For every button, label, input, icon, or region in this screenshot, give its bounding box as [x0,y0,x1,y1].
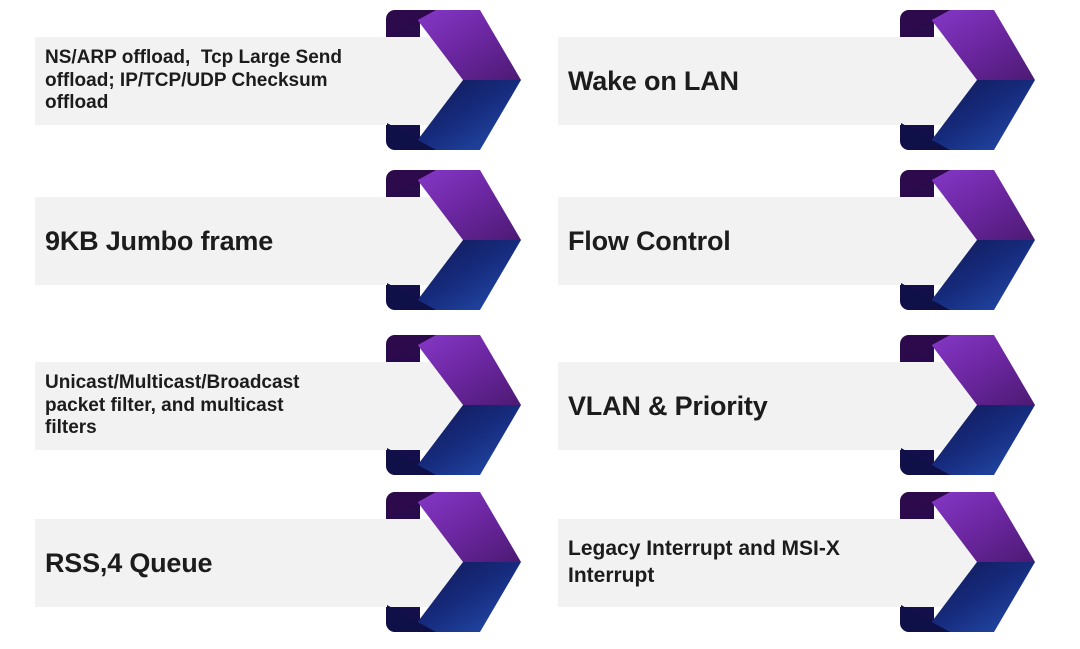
feature-box: NS/ARP offload, Tcp Large Send offload; … [35,37,388,125]
feature-label: Unicast/Multicast/Broadcast packet filte… [45,371,300,439]
chevron-ribbon-icon [386,170,521,310]
feature-box: VLAN & Priority [558,362,902,450]
chevron-ribbon-icon [900,170,1035,310]
feature-box: Wake on LAN [558,37,902,125]
feature-box: Legacy Interrupt and MSI-X Interrupt [558,519,902,607]
chevron-ribbon-icon [900,335,1035,475]
feature-label: NS/ARP offload, Tcp Large Send offload; … [45,46,342,114]
feature-box: 9KB Jumbo frame [35,197,388,285]
feature-item-legacy-interrupt: Legacy Interrupt and MSI-X Interrupt [558,492,1036,632]
feature-item-vlan-priority: VLAN & Priority [558,335,1036,475]
feature-box: Unicast/Multicast/Broadcast packet filte… [35,362,388,450]
chevron-ribbon-icon [900,10,1035,150]
feature-item-flow-control: Flow Control [558,170,1036,310]
feature-label: VLAN & Priority [568,390,768,421]
feature-label: Wake on LAN [568,65,739,96]
feature-box: RSS,4 Queue [35,519,388,607]
feature-item-packet-filter: Unicast/Multicast/Broadcast packet filte… [35,335,522,475]
feature-label: RSS,4 Queue [45,547,213,578]
feature-box: Flow Control [558,197,902,285]
feature-item-nsarp-offload: NS/ARP offload, Tcp Large Send offload; … [35,10,522,150]
feature-item-wake-on-lan: Wake on LAN [558,10,1036,150]
feature-label: 9KB Jumbo frame [45,225,274,256]
chevron-ribbon-icon [386,492,521,632]
feature-item-rss-queue: RSS,4 Queue [35,492,522,632]
feature-item-jumbo-frame: 9KB Jumbo frame [35,170,522,310]
feature-label: Legacy Interrupt and MSI-X Interrupt [568,537,840,587]
chevron-ribbon-icon [386,335,521,475]
feature-label: Flow Control [568,225,731,256]
chevron-ribbon-icon [900,492,1035,632]
chevron-ribbon-icon [386,10,521,150]
